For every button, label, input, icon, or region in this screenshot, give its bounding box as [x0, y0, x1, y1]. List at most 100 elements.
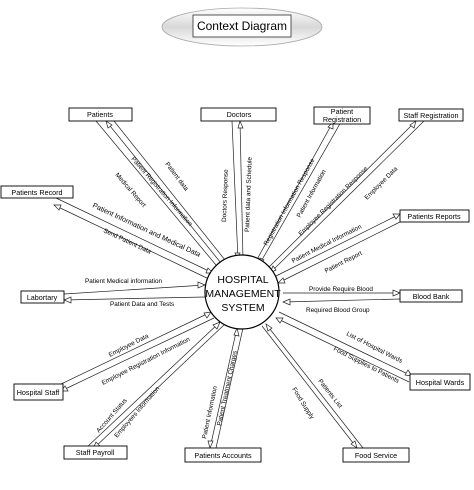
flow-line-staff-payroll — [86, 321, 221, 448]
flow-label-patient-data-and-schedule: Patient data and Schedule — [244, 156, 254, 232]
flow-label-employees-information: Employees Information — [113, 385, 161, 439]
entity-box — [63, 445, 128, 460]
flow-arrowhead — [265, 323, 273, 332]
diagram-title: Context Diagram — [161, 7, 323, 47]
flow-line-patients-reports — [275, 213, 401, 277]
flow-label-medical-report: Medical Report — [113, 172, 147, 209]
flow-line-hospital-wards — [278, 311, 413, 377]
flow-line-staff-registration — [269, 120, 425, 274]
entity-label: Patient — [331, 107, 353, 116]
entity-label: Labortary — [27, 293, 58, 302]
external-entities: Patients Doctors Patient Registration St… — [0, 106, 471, 463]
entity-box — [313, 106, 371, 125]
flow-arrowhead — [409, 120, 417, 129]
entity-box — [13, 383, 64, 401]
flow-arrowhead — [63, 296, 72, 304]
entity-laborary: Labortary — [20, 290, 65, 304]
flow-line-blood-bank — [282, 298, 401, 303]
flow-arrowhead — [392, 289, 401, 297]
entity-label: Registration — [323, 115, 361, 124]
entity-label: Hospital Staff — [17, 388, 60, 397]
flow-label-food-supply: Food Supply — [290, 386, 315, 421]
flow-line-patient-registration — [254, 121, 334, 264]
flow-line-hospital-wards — [275, 317, 410, 383]
flow-line-patients — [95, 120, 222, 272]
flow-line-patients-accounts — [209, 327, 238, 449]
entity-patients-reports: Patients Reports — [399, 209, 470, 223]
entity-box — [184, 447, 262, 463]
flow-arrowhead — [275, 317, 284, 324]
entity-label: Blood Bank — [413, 292, 450, 301]
flow-line-doctors — [231, 120, 239, 261]
entity-patients-record: Patients Record — [0, 185, 74, 199]
central-process-label-line-1: HOSPITAL — [217, 274, 268, 286]
central-process-label-line-2: MANAGEMENT — [205, 288, 281, 300]
entity-label: Patients Accounts — [194, 451, 252, 460]
entity-patient-registration: Patient Registration — [313, 106, 371, 125]
entity-box — [409, 373, 471, 391]
entity-box — [20, 290, 65, 304]
flow-line-patients-record — [55, 197, 214, 274]
entity-label: Staff Payroll — [76, 448, 115, 457]
entity-blood-bank: Blood Bank — [399, 289, 463, 303]
flow-line-patients-record — [53, 204, 212, 281]
flow-line-food-service — [261, 325, 358, 449]
flow-arrowhead — [237, 119, 244, 129]
central-process: HOSPITAL MANAGEMENT SYSTEM — [204, 254, 281, 330]
entity-label: Patients Reports — [407, 212, 461, 221]
entity-label: Hospital Wards — [416, 378, 465, 387]
title-text: Context Diagram — [197, 19, 287, 33]
flow-line-doctors — [239, 120, 244, 261]
entity-box — [399, 289, 463, 303]
flow-arrowhead — [392, 213, 401, 220]
flow-arrowhead — [207, 440, 214, 450]
flow-arrowhead — [197, 281, 206, 289]
entity-box — [200, 107, 277, 122]
flow-label-patient-treatment-charges: Patient Treatment Charges — [216, 350, 239, 426]
flow-label-required-blood-group: Required Blood Group — [306, 307, 370, 314]
data-flows — [53, 119, 425, 450]
flow-arrowhead — [53, 204, 62, 211]
entity-label: Patients Record — [11, 188, 62, 197]
entity-label: Doctors — [227, 110, 252, 119]
flow-arrowhead — [212, 321, 221, 330]
entity-label: Staff Registration — [403, 111, 458, 120]
central-process-label-line-3: SYSTEM — [221, 302, 264, 314]
flow-line-patients-reports — [277, 220, 403, 284]
flow-arrowhead — [105, 120, 113, 129]
flow-line-staff-registration — [265, 120, 417, 271]
flow-label-employee-data-staff: Employee Data — [108, 333, 151, 359]
flow-line-food-service — [265, 323, 364, 449]
entity-label: Food Service — [355, 451, 397, 460]
flow-line-staff-payroll — [92, 323, 226, 450]
flow-line-patients — [113, 120, 230, 266]
flow-label-patient-report: Patient Report — [324, 250, 364, 275]
entity-hospital-staff: Hospital Staff — [13, 383, 64, 401]
entity-doctors: Doctors — [200, 107, 277, 122]
flow-arrowhead — [203, 311, 212, 319]
flow-label-patient-data-and-tests: Patient Data and Tests — [110, 301, 174, 308]
flow-line-laborary — [63, 296, 206, 301]
entity-patients-accounts: Patients Accounts — [184, 447, 262, 463]
entity-box — [68, 107, 133, 122]
entity-box — [398, 108, 464, 122]
flow-arrowhead — [233, 326, 240, 337]
flow-label-patient-medical-information-lab: Patient Medical information — [85, 278, 163, 285]
entity-food-service: Food Service — [342, 447, 410, 463]
flow-line-patient-registration — [258, 121, 342, 266]
flow-line-patients-accounts — [215, 327, 244, 449]
entity-staff-payroll: Staff Payroll — [63, 445, 128, 460]
flow-line-hospital-staff — [58, 311, 212, 386]
flow-line-patients — [105, 120, 226, 269]
flow-label-patient-information-accounts: Patient Information — [201, 385, 219, 439]
flow-arrowhead — [282, 298, 291, 306]
entity-patients: Patients — [68, 107, 133, 122]
flow-label-provide-require-blood: Provide Require Blood — [309, 286, 373, 293]
entity-box — [0, 185, 74, 199]
flow-line-laborary — [63, 284, 206, 295]
title-box — [192, 14, 292, 38]
flow-arrowhead — [277, 277, 286, 284]
entity-staff-registration: Staff Registration — [398, 108, 464, 122]
flow-line-hospital-staff — [60, 317, 215, 392]
